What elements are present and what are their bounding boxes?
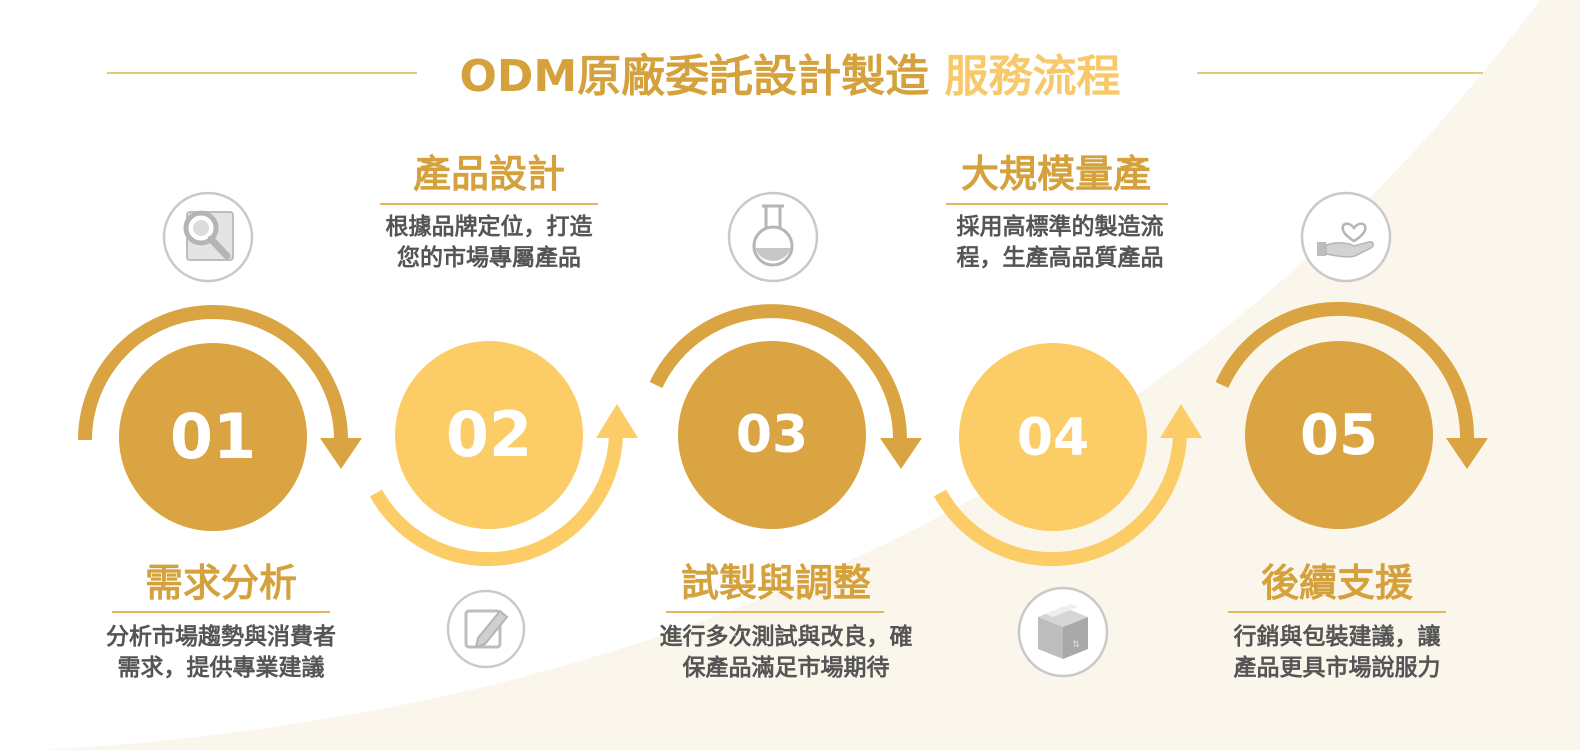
step-05-desc: 行銷與包裝建議，讓 產品更具市場說服力 (1177, 622, 1497, 684)
step-03-arrowhead (880, 438, 922, 469)
step-05-number: 05 (1300, 403, 1378, 468)
step-04-arrow-arc (933, 434, 1187, 567)
package-box-icon: ⇅ (1017, 586, 1109, 678)
step-02-title: 產品設計 (412, 152, 565, 196)
step-01-rule (112, 611, 330, 613)
step-05-desc-line-2: 產品更具市場說服力 (1233, 655, 1441, 681)
step-04-circle (959, 343, 1147, 531)
step-03-number: 03 (736, 405, 808, 465)
step-03-circle (678, 341, 866, 529)
step-01-arrowhead (320, 438, 362, 469)
step-01-desc-line-2: 需求，提供專業建議 (117, 655, 325, 681)
title-line-left (107, 72, 417, 74)
step-05-arrow-arc (1215, 301, 1475, 441)
step-02-arrow-arc (369, 434, 623, 567)
title-main: ODM原廠委託設計製造 (459, 51, 930, 102)
step-02-circle (395, 341, 583, 529)
step-01-desc: 分析市場趨勢與消費者 需求，提供專業建議 (61, 622, 381, 684)
step-01-title: 需求分析 (144, 561, 297, 605)
svg-text:⇅: ⇅ (1072, 640, 1080, 650)
step-04-rule (946, 203, 1168, 205)
step-04-desc-line-2: 程，生產高品質產品 (956, 245, 1164, 271)
step-01-desc-line-1: 分析市場趨勢與消費者 (106, 624, 336, 650)
title-line-right (1197, 72, 1483, 74)
step-01-number: 01 (170, 400, 256, 473)
step-02-desc-line-2: 您的市場專屬產品 (397, 245, 581, 271)
step-02-desc-line-1: 根據品牌定位，打造 (385, 214, 593, 240)
step-02-node: 02 (369, 341, 638, 567)
step-02-desc: 根據品牌定位，打造 您的市場專屬產品 (329, 212, 649, 274)
step-03-desc: 進行多次測試與改良，確 保產品滿足市場期待 (616, 622, 956, 684)
pencil-edit-icon (446, 589, 526, 669)
step-04-number: 04 (1017, 408, 1089, 468)
step-05-rule (1228, 611, 1446, 613)
step-04-arrowhead (1160, 404, 1202, 438)
step-01-node: 01 (78, 305, 362, 531)
step-04-title: 大規模量產 (960, 152, 1151, 196)
step-05-circle (1245, 341, 1433, 529)
step-02-rule (380, 203, 598, 205)
flask-icon (727, 191, 819, 283)
step-04-desc: 採用高標準的製造流 程，生產高品質產品 (900, 212, 1220, 274)
page-title: ODM原廠委託設計製造 服務流程 (0, 40, 1580, 104)
step-05-arrowhead (1446, 438, 1488, 469)
step-03-node: 03 (649, 304, 922, 529)
step-05-desc-line-1: 行銷與包裝建議，讓 (1233, 624, 1441, 650)
step-02-number: 02 (446, 398, 532, 471)
step-01-arrow-arc (78, 305, 348, 441)
step-05-title: 後續支援 (1260, 561, 1413, 605)
step-03-desc-line-1: 進行多次測試與改良，確 (659, 624, 913, 650)
step-03-title: 試製與調整 (680, 561, 871, 605)
magnifier-document-icon (162, 191, 254, 283)
title-highlight: 服務流程 (944, 51, 1121, 102)
step-03-desc-line-2: 保產品滿足市場期待 (682, 655, 890, 681)
step-04-desc-line-1: 採用高標準的製造流 (956, 214, 1164, 240)
hand-heart-icon (1300, 191, 1392, 283)
step-03-rule (666, 611, 884, 613)
step-05-node: 05 (1215, 301, 1488, 529)
step-03-arrow-arc (649, 304, 908, 441)
step-04-node: 04 (933, 343, 1202, 567)
step-02-arrowhead (596, 404, 638, 438)
step-01-circle (119, 343, 307, 531)
